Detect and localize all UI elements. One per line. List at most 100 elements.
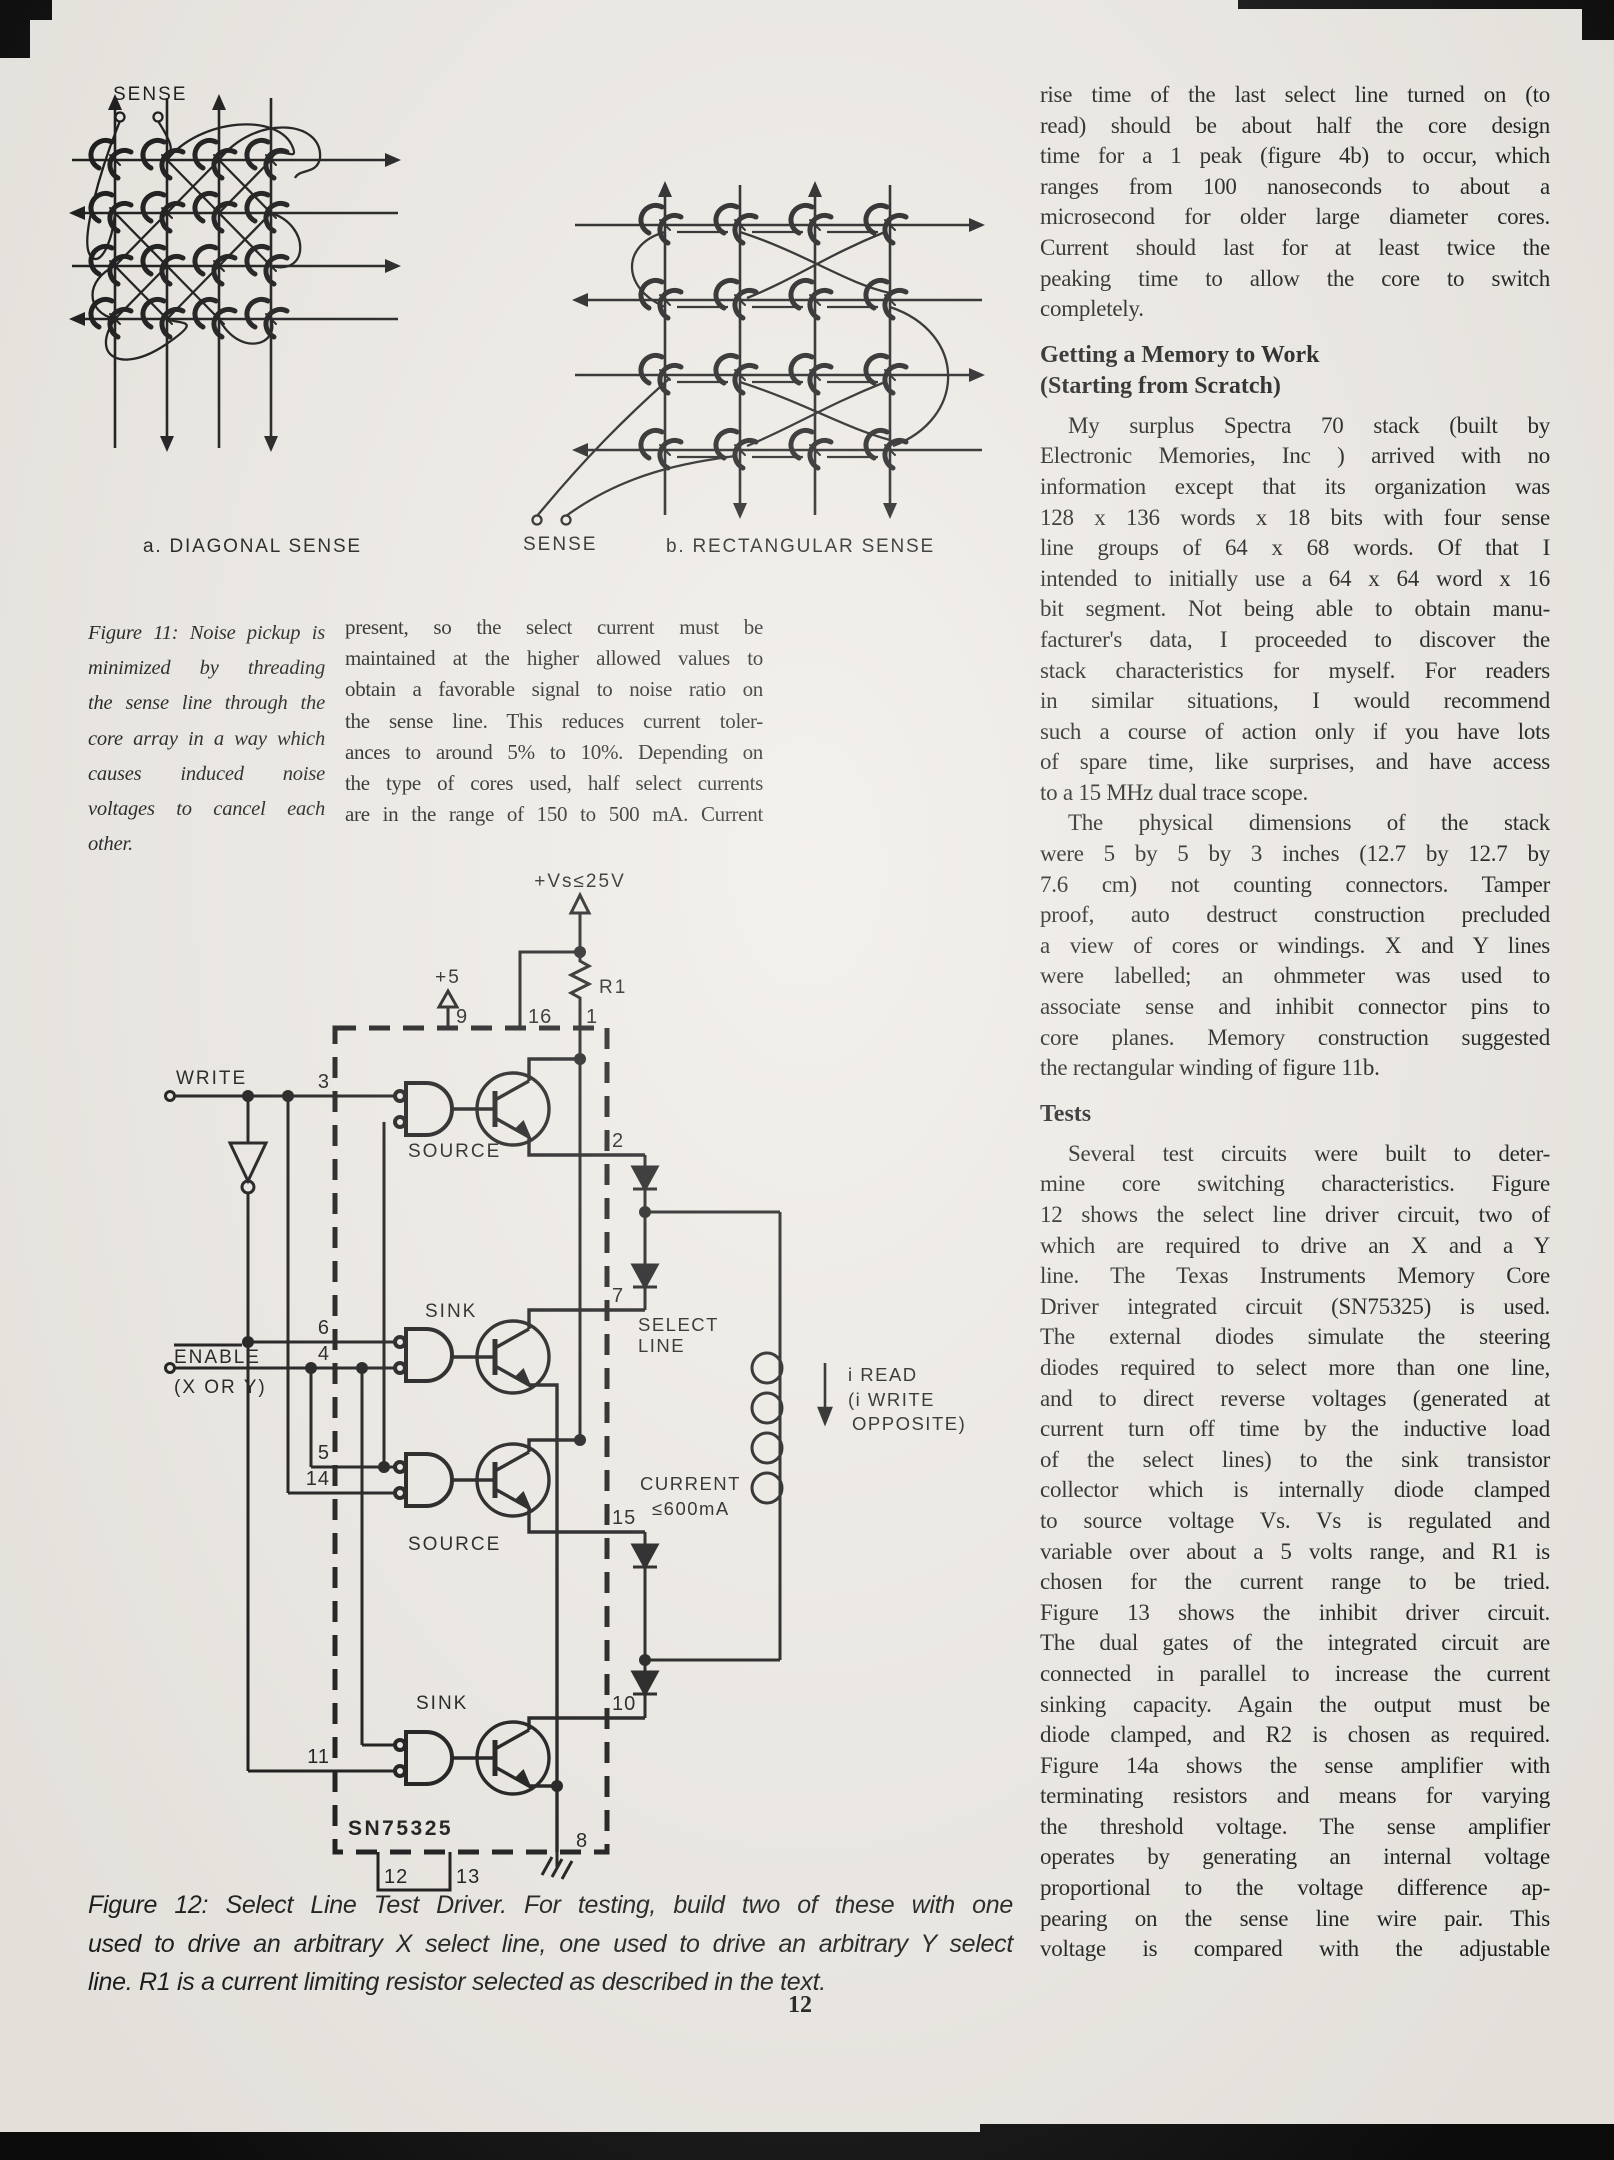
text-line: My surplus Spectra 70 stack (built by <box>1068 412 1550 438</box>
figure11b-caption: b. RECTANGULAR SENSE <box>666 536 935 557</box>
text-line: Tests <box>1040 1100 1092 1127</box>
pin-14: 14 <box>306 1468 330 1490</box>
text-line: the sense line. This reduces current tol… <box>345 708 763 733</box>
pin-3: 3 <box>318 1071 330 1093</box>
junction-dots <box>242 946 651 1792</box>
text-line: microsecond for older large diameter cor… <box>1040 204 1550 230</box>
pin-6: 6 <box>318 1317 330 1339</box>
text-line: information except that its organization… <box>1040 473 1550 499</box>
text-line: core planes. Memory construction suggest… <box>1040 1024 1550 1050</box>
source1-label: SOURCE <box>408 1141 501 1162</box>
sense-label-a: SENSE <box>113 84 187 105</box>
text-line: were 5 by 5 by 3 inches (12.7 by 12.7 by <box>1040 841 1550 867</box>
text-line: causes induced noise <box>88 762 325 785</box>
text-line: and to direct reverse voltages (generate… <box>1040 1385 1550 1411</box>
sense-wire-rectangular <box>536 230 950 517</box>
text-line: which are required to drive an X and a Y <box>1040 1232 1550 1258</box>
text-line: maintained at the higher allowed values … <box>345 646 763 671</box>
pin-2: 2 <box>612 1130 624 1152</box>
text-line: voltage is compared with the adjustable <box>1040 1936 1550 1962</box>
text-line: facturer's data, I proceeded to discover… <box>1040 626 1550 652</box>
text-line: diodes required to select more than one … <box>1040 1354 1550 1380</box>
page-number: 12 <box>788 1992 812 2018</box>
text-line: ances to around 5% to 10%. Depending on <box>345 739 763 764</box>
scan-artifact-top-left-2 <box>0 0 52 20</box>
pin-15: 15 <box>612 1507 636 1529</box>
pin-13: 13 <box>456 1866 480 1888</box>
paragraph: The physical dimensions of the stack were… <box>1040 808 1550 1083</box>
figure11b-rectangular-sense-diagram: SENSE <box>523 181 985 555</box>
text-line: peaking time to allow the core to switch <box>1040 265 1550 291</box>
sink1-label: SINK <box>425 1301 477 1322</box>
text-line: Getting a Memory to Work <box>1040 341 1320 368</box>
text-line: current turn off time by the inductive l… <box>1040 1416 1550 1442</box>
text-line: of spare time, like surprises, and have … <box>1040 749 1550 775</box>
pin-5: 5 <box>318 1442 330 1464</box>
figure12-caption: Figure 12: Select Line Test Driver. For … <box>88 1886 1013 2002</box>
sink2-label: SINK <box>416 1693 468 1714</box>
text-line: 12 shows the select line driver circuit,… <box>1040 1202 1550 1227</box>
text-line: the threshold voltage. The sense amplifi… <box>1040 1813 1550 1839</box>
select-line-coil <box>750 1351 784 1505</box>
text-line: such a course of action only if you have… <box>1040 718 1550 744</box>
text-line: completely. <box>1040 296 1144 322</box>
write-label: WRITE <box>176 1068 247 1089</box>
sense-label-b: SENSE <box>523 534 597 555</box>
text-line: the sense line through the <box>88 692 325 715</box>
text-line: The dual gates of the integrated circuit… <box>1040 1630 1550 1656</box>
scan-artifact-top-right <box>1582 0 1614 40</box>
iread-label-1: i READ <box>848 1364 918 1385</box>
text-line: to source voltage Vs. Vs is regulated an… <box>1040 1507 1550 1533</box>
text-line: Figure 13 shows the inhibit driver circu… <box>1040 1599 1550 1625</box>
grid-arrows <box>69 94 401 452</box>
text-line: bit segment. Not being able to obtain ma… <box>1040 596 1550 622</box>
current-label-2: ≤600mA <box>652 1498 730 1519</box>
sense-terminals <box>114 111 164 123</box>
text-line: Figure 14a shows the sense amplifier wit… <box>1040 1752 1550 1778</box>
text-line: minimized by threading <box>88 657 325 680</box>
text-line: 128 x 136 words x 18 bits with four sens… <box>1040 504 1550 530</box>
text-line: rise time of the last select line turned… <box>1040 82 1550 107</box>
pin-1: 1 <box>586 1006 598 1028</box>
text-line: collector which is internally diode clam… <box>1040 1477 1550 1503</box>
text-line: other. <box>88 833 133 856</box>
text-line: The physical dimensions of the stack <box>1068 810 1550 836</box>
section-heading: Tests <box>1040 1099 1550 1130</box>
text-line: of the select lines) to the sink transis… <box>1040 1446 1550 1472</box>
sense-wire-diagonal <box>86 120 322 361</box>
inverter <box>227 1141 269 1185</box>
text-line: Driver integrated circuit (SN75325) is u… <box>1040 1293 1550 1319</box>
plus5-label: +5 <box>435 967 461 988</box>
ic-box <box>332 1025 610 1855</box>
text-line: line groups of 64 x 68 words. Of that I <box>1040 535 1550 561</box>
text-line: a view of cores or windings. X and Y lin… <box>1040 932 1550 958</box>
grid-lines <box>575 185 982 515</box>
scan-artifact-bottom-bump <box>980 2124 1614 2136</box>
text-line: used to drive an arbitrary X select line… <box>88 1929 1013 1958</box>
iread-label-3: OPPOSITE) <box>852 1413 966 1434</box>
diode-ladder <box>630 1155 782 1718</box>
text-line: to a 15 MHz dual trace scope. <box>1040 779 1309 805</box>
i-read-arrow <box>817 1363 833 1427</box>
pin-10: 10 <box>612 1693 636 1715</box>
vs-label: +Vs≤25V <box>534 871 626 892</box>
paragraph: rise time of the last select line turned… <box>1040 80 1550 325</box>
text-line: in similar situations, I would recommend <box>1040 688 1550 714</box>
pin-16: 16 <box>528 1006 552 1028</box>
cores <box>91 140 287 337</box>
ground <box>376 1852 574 1892</box>
grid-arrows <box>572 181 985 519</box>
text-line: the type of cores used, half select curr… <box>345 771 763 796</box>
text-line: were labelled; an ohmmeter was used to <box>1040 963 1550 989</box>
pin-12: 12 <box>384 1866 408 1888</box>
text-line: Figure 12: Select Line Test Driver. For … <box>88 1891 1013 1919</box>
r1-label: R1 <box>599 977 627 998</box>
pin-4: 4 <box>318 1343 330 1365</box>
text-line: line. R1 is a current limiting resistor … <box>88 1968 826 1996</box>
transistors <box>452 1057 645 1852</box>
pin-9: 9 <box>456 1006 468 1028</box>
resistor-r1 <box>567 955 593 1028</box>
